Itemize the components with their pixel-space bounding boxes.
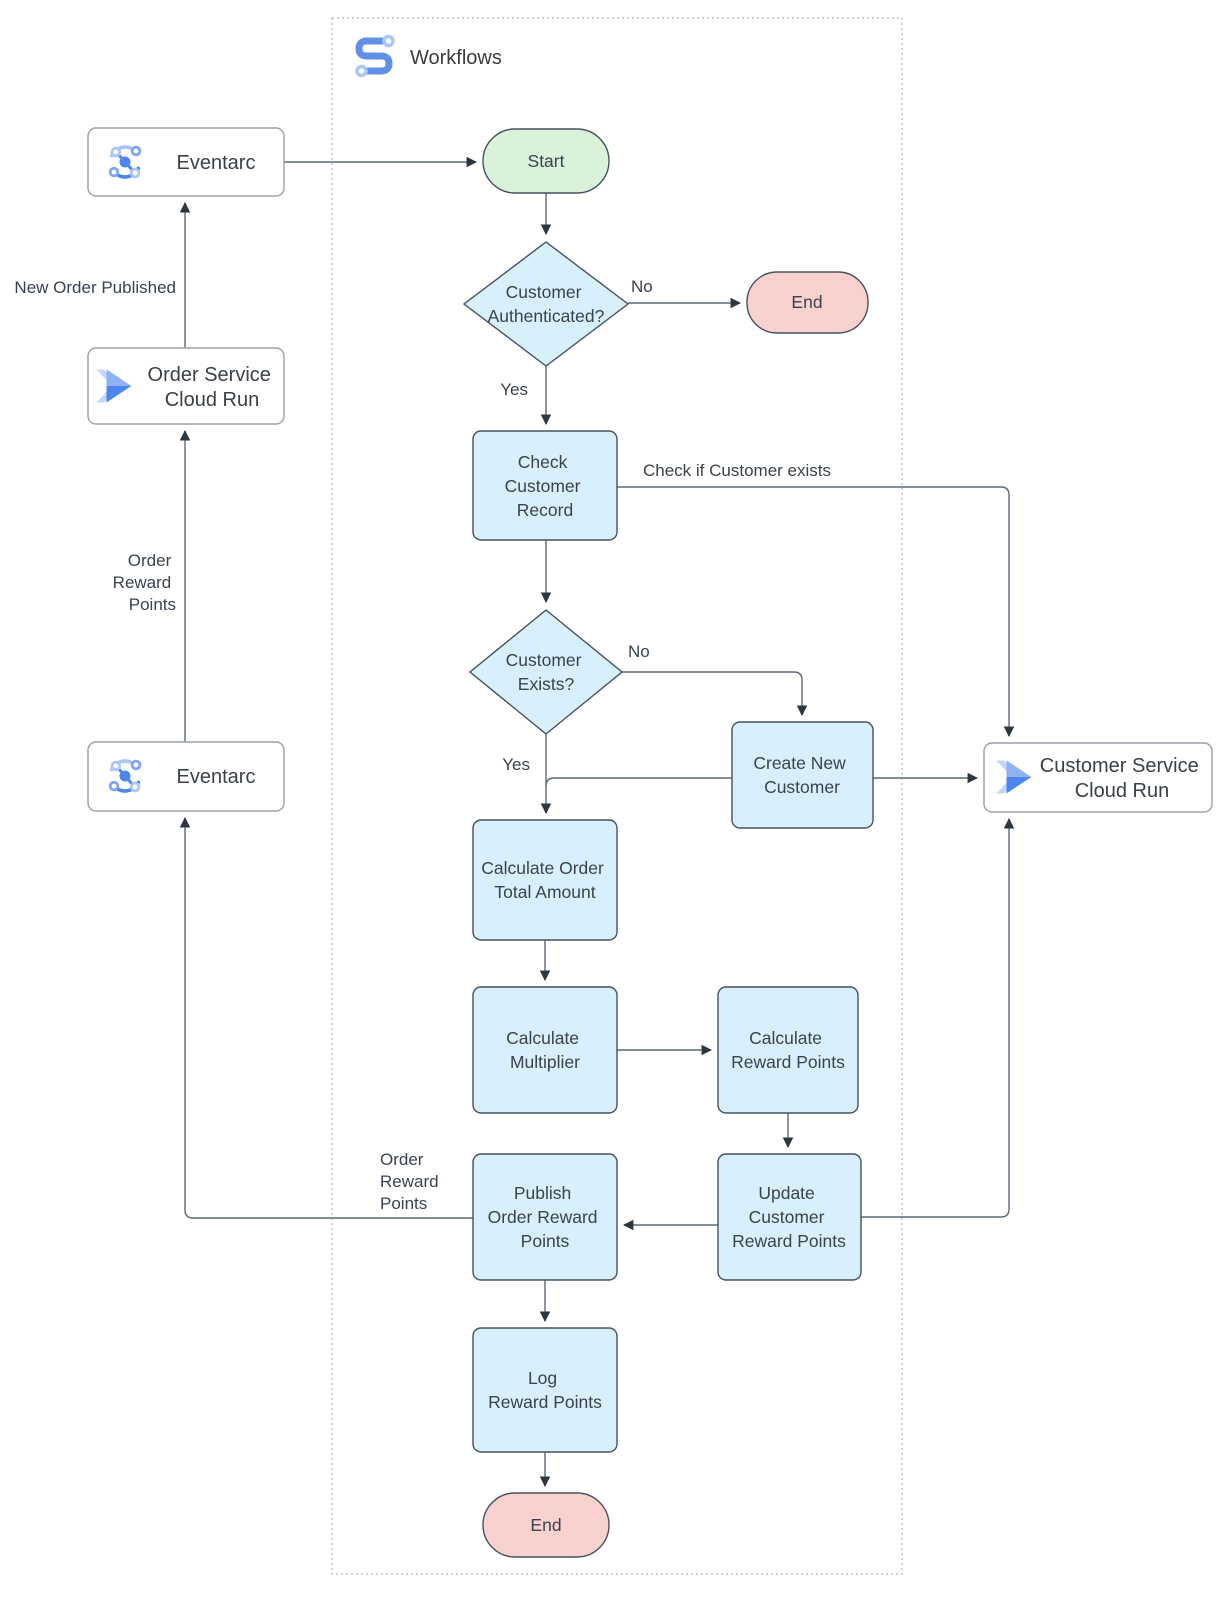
node-order-service-cloud-run: Order Service Cloud Run	[87, 347, 285, 425]
publish-order-reward-points-box	[472, 1153, 618, 1281]
node-check-customer-record: Check Customer Record	[472, 430, 618, 541]
label-exists-no: No	[628, 642, 650, 661]
order-service-label: Order Service Cloud Run	[148, 364, 277, 411]
node-log-reward-points: Log Reward Points	[472, 1327, 618, 1453]
start-pill	[482, 128, 610, 194]
label-new-order-published: New Order Published	[14, 278, 176, 297]
customer-exists-diamond	[468, 609, 624, 735]
node-customer-service-cloud-run: Customer Service Cloud Run	[983, 742, 1213, 813]
edge-check-to-customer-service	[617, 486, 1015, 738]
node-end-top: End	[746, 271, 869, 334]
label-auth-no: No	[631, 277, 653, 296]
check-customer-record-box	[472, 430, 618, 541]
node-customer-exists: Customer Exists?	[468, 609, 624, 735]
node-customer-authenticated: Customer Authenticated?	[462, 241, 630, 367]
calculate-multiplier-box	[472, 986, 618, 1114]
update-customer-reward-points-label: Update Customer Reward Points	[732, 1183, 846, 1251]
create-new-customer-box	[731, 721, 874, 829]
update-customer-reward-points-box	[717, 1153, 862, 1281]
label-auth-yes: Yes	[500, 380, 528, 399]
label-order-reward-points-left: Order Reward Points	[113, 551, 176, 614]
node-publish-order-reward-points: Publish Order Reward Points	[472, 1153, 618, 1281]
end-top-label: End	[791, 292, 822, 312]
create-new-customer-label: Create New Customer	[753, 753, 850, 797]
workflows-icon-node-bottom	[355, 64, 368, 78]
calculate-reward-points-box	[717, 986, 859, 1114]
workflows-title: Workflows	[410, 47, 502, 69]
edge-exists-no-to-create	[622, 671, 808, 717]
eventarc-icon	[108, 759, 142, 793]
customer-service-label: Customer Service Cloud Run	[1040, 755, 1205, 802]
edge-update-to-customer-service	[861, 817, 1015, 1218]
end-top-pill	[746, 271, 869, 334]
end-bottom-label: End	[530, 1515, 561, 1535]
node-eventarc-top: Eventarc	[87, 127, 285, 197]
check-customer-record-label: Check Customer Record	[505, 452, 586, 520]
eventarc-bottom-label: Eventarc	[177, 766, 256, 788]
calculate-order-total-label: Calculate Order Total Amount	[481, 858, 608, 902]
log-reward-points-label: Log Reward Points	[488, 1368, 602, 1412]
calculate-multiplier-label: Calculate Multiplier	[506, 1028, 584, 1072]
label-order-reward-points-publish: Order Reward Points	[380, 1150, 443, 1213]
node-create-new-customer: Create New Customer	[731, 721, 874, 829]
log-reward-points-box	[472, 1327, 618, 1453]
workflows-icon-node-top	[382, 34, 395, 48]
customer-authenticated-label: Customer Authenticated?	[488, 282, 605, 326]
node-start: Start	[482, 128, 610, 194]
edge-create-join-yes-path	[545, 777, 732, 787]
label-exists-yes: Yes	[502, 755, 530, 774]
cloud-run-icon	[996, 760, 1032, 794]
customer-service-box	[983, 742, 1213, 813]
calculate-order-total-box	[472, 819, 618, 941]
workflows-icon	[355, 34, 395, 78]
eventarc-bottom-box	[87, 741, 285, 812]
eventarc-top-label: Eventarc	[177, 152, 256, 174]
node-calculate-multiplier: Calculate Multiplier	[472, 986, 618, 1114]
node-end-bottom: End	[482, 1492, 610, 1558]
node-calculate-order-total: Calculate Order Total Amount	[472, 819, 618, 941]
calculate-reward-points-label: Calculate Reward Points	[731, 1028, 845, 1072]
eventarc-top-box	[87, 127, 285, 197]
customer-exists-label: Customer Exists?	[506, 650, 587, 694]
node-eventarc-bottom: Eventarc	[87, 741, 285, 812]
customer-authenticated-diamond	[462, 241, 630, 367]
workflows-icon-path	[355, 37, 393, 75]
order-service-box	[87, 347, 285, 425]
publish-order-reward-points-label: Publish Order Reward Points	[488, 1183, 603, 1251]
label-check-if-customer-exists: Check if Customer exists	[643, 461, 831, 480]
node-calculate-reward-points: Calculate Reward Points	[717, 986, 859, 1114]
start-label: Start	[528, 151, 565, 171]
eventarc-icon	[108, 145, 142, 179]
node-update-customer-reward-points: Update Customer Reward Points	[717, 1153, 862, 1281]
end-bottom-pill	[482, 1492, 610, 1558]
edge-publish-to-eventarc	[179, 816, 473, 1219]
